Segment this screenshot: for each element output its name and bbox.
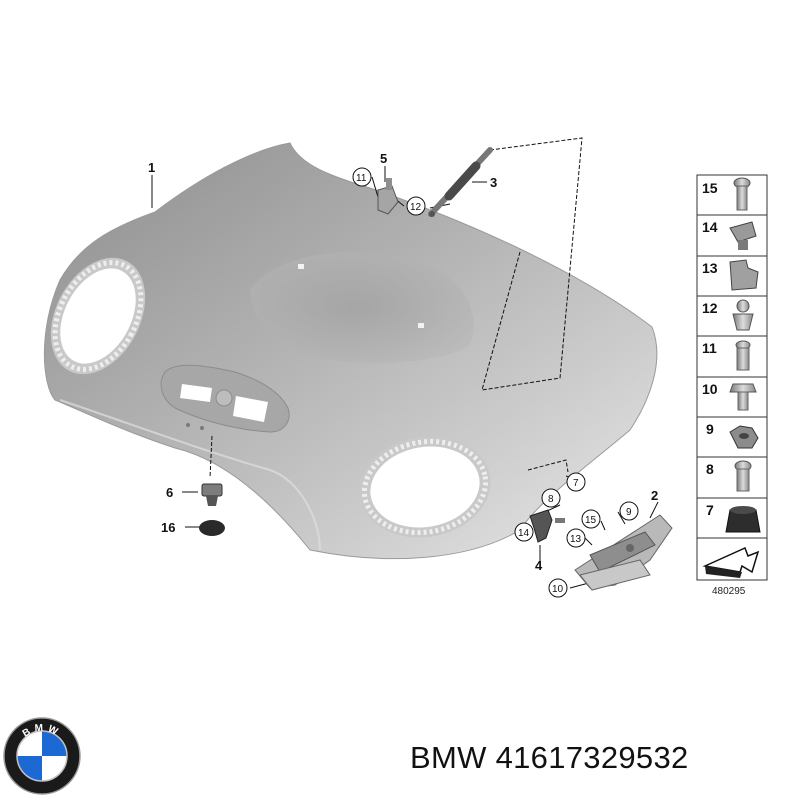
- clip-nut-icon: [729, 221, 757, 250]
- caption-part-number: 41617329532: [495, 740, 689, 775]
- callout-10: 10: [552, 584, 564, 595]
- caption-brand: BMW: [410, 740, 487, 775]
- parts-legend: 15 14 13 12 11 10 9 8 7: [696, 174, 768, 597]
- callout-6: 6: [166, 485, 173, 500]
- hinge-bracket-part: [377, 178, 399, 215]
- legend-label-11: 11: [702, 340, 717, 356]
- callout-12: 12: [410, 202, 422, 213]
- right-headlight-opening: [359, 436, 491, 538]
- legend-label-7: 7: [706, 502, 714, 518]
- legend-label-15: 15: [702, 180, 718, 196]
- legend-cell: [696, 295, 768, 337]
- bolt-icon: [733, 177, 751, 211]
- legend-cell: [696, 376, 768, 418]
- hood-lock-assembly-part: [574, 514, 673, 591]
- callout-labels: 1 5 3 6 16 2 4: [148, 151, 658, 573]
- callout-5: 5: [380, 151, 387, 166]
- callout-13: 13: [570, 534, 582, 545]
- hood-catch-part: [529, 509, 565, 543]
- screw-icon: [735, 340, 751, 371]
- callout-14: 14: [518, 528, 530, 539]
- rubber-plug-part: [199, 520, 225, 536]
- gas-strut-part: [428, 147, 493, 217]
- bolt-short-icon: [734, 460, 752, 492]
- hex-bolt-icon: [729, 383, 757, 411]
- plastic-nut-icon: [729, 259, 759, 291]
- callout-11: 11: [356, 173, 367, 184]
- part-caption: BMW 41617329532: [410, 740, 689, 776]
- legend-label-14: 14: [702, 219, 718, 235]
- legend-label-12: 12: [702, 300, 718, 316]
- legend-cell: [696, 335, 768, 378]
- legend-cell: [696, 456, 768, 499]
- buffer-part: [201, 483, 223, 506]
- assembly-lines: [209, 137, 583, 479]
- legend-label-8: 8: [706, 461, 714, 477]
- circled-callout-labels: 11 12 7 8 14 9 15 13 10: [356, 173, 632, 595]
- rubber-buffer-icon: [725, 506, 761, 533]
- left-headlight-opening: [50, 257, 146, 375]
- callout-9: 9: [626, 507, 632, 518]
- callout-8: 8: [548, 494, 554, 505]
- legend-label-9: 9: [706, 421, 714, 437]
- callout-2: 2: [651, 488, 658, 503]
- direction-arrow-icon: [702, 546, 760, 578]
- callout-1: 1: [148, 160, 155, 175]
- callout-15: 15: [585, 515, 597, 526]
- legend-label-13: 13: [702, 260, 718, 276]
- bmw-logo: BMW: [3, 717, 81, 795]
- callout-16: 16: [161, 520, 175, 535]
- hood-panel: [43, 142, 658, 560]
- diagram-reference-number: 480295: [712, 586, 746, 597]
- hex-nut-icon: [729, 425, 759, 449]
- callout-4: 4: [535, 558, 543, 573]
- callout-3: 3: [490, 175, 497, 190]
- grille-opening: [160, 364, 290, 433]
- legend-cell: [696, 174, 768, 216]
- legend-label-10: 10: [702, 381, 718, 397]
- ball-stud-icon: [732, 299, 754, 331]
- callout-7: 7: [573, 478, 579, 489]
- circled-callouts: [352, 167, 639, 598]
